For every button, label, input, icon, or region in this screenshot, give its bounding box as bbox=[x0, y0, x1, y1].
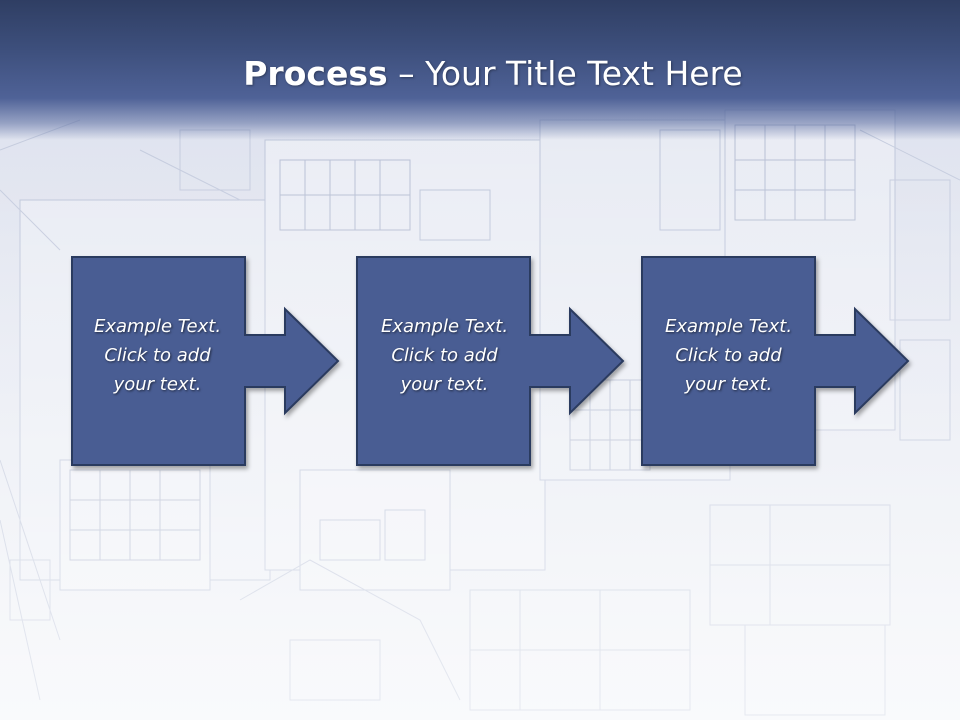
step-3-arrow-shape[interactable] bbox=[641, 256, 910, 466]
step-3-text[interactable]: Example Text. Click to add your text. bbox=[664, 315, 793, 395]
step-1-arrow-shape[interactable] bbox=[71, 256, 340, 466]
step-2-text[interactable]: Example Text. Click to add your text. bbox=[380, 315, 509, 395]
title-bold-part: Process bbox=[243, 54, 388, 93]
slide-title: Process – Your Title Text Here bbox=[0, 50, 960, 98]
step-2-arrow-shape[interactable] bbox=[356, 256, 625, 466]
title-band bbox=[0, 0, 960, 140]
step-1-text[interactable]: Example Text. Click to add your text. bbox=[93, 315, 222, 395]
title-rest-part: – Your Title Text Here bbox=[387, 54, 743, 93]
